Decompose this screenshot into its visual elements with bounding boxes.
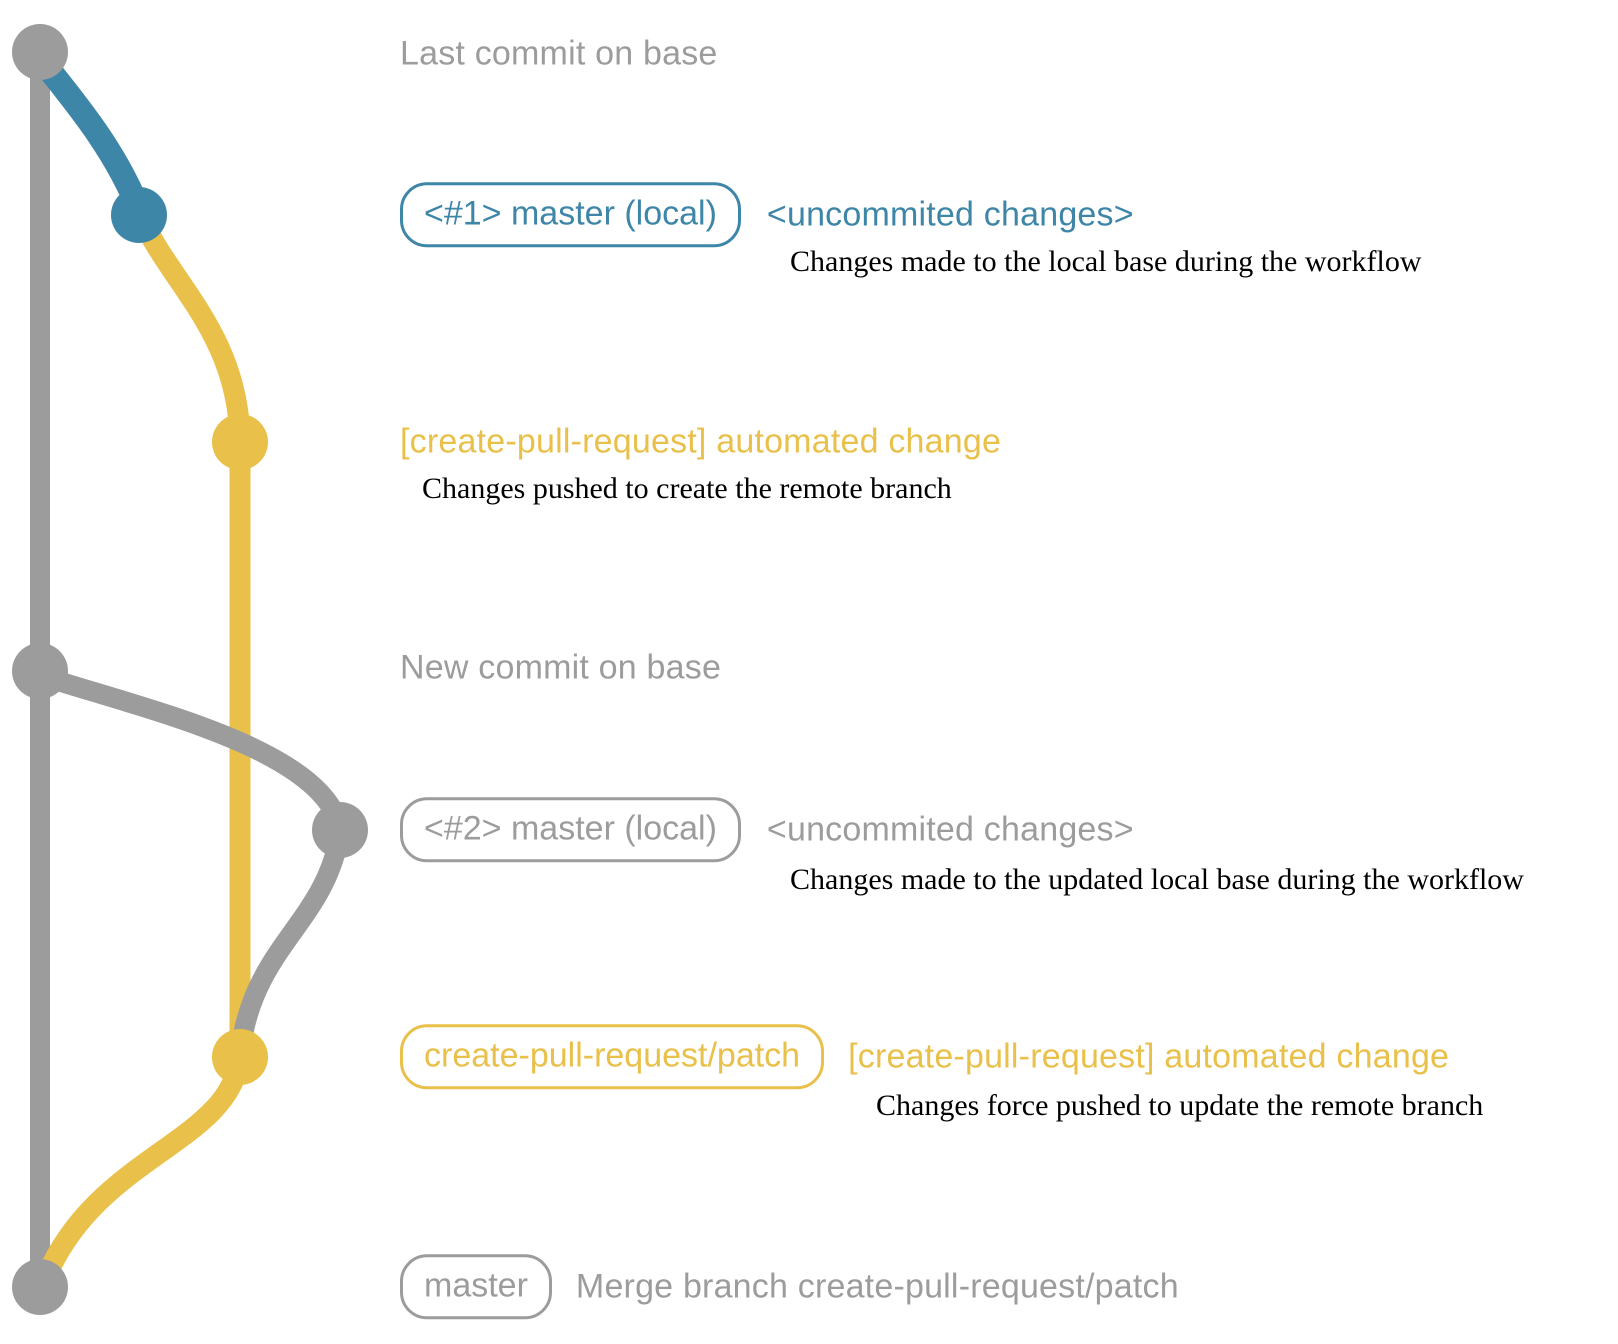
commit-message-patch-1: [create-pull-request] automated change [400,422,1002,461]
commit-description-patch-1: Changes pushed to create the remote bran… [422,472,952,505]
local-branch-line [30,50,151,215]
commit-description-patch-2: Changes force pushed to update the remot… [876,1089,1484,1122]
branch-label-master-local-2: <#2> master (local) [400,797,741,863]
commit-row-local-2: <#2> master (local) <uncommited changes> [400,797,1134,863]
commit-dot-patch-1 [212,414,268,470]
local2-to-patch-line [231,830,350,1048]
commit-row-patch-2: create-pull-request/patch [create-pull-r… [400,1024,1450,1090]
commit-message-merge: Merge branch create-pull-request/patch [575,1267,1179,1306]
branch-label-master-local-1: <#1> master (local) [400,182,741,248]
commit-dot-base-last [12,24,68,80]
commit-row-local-1: <#1> master (local) <uncommited changes> [400,182,1134,248]
commit-dot-local-1 [111,187,167,243]
base-to-local2-line [38,666,350,831]
commit-dot-base-merge [12,1259,68,1315]
commit-dot-base-new [12,643,68,699]
commit-row-merge: master Merge branch create-pull-request/… [400,1254,1179,1320]
commit-message-base-last: Last commit on base [400,34,718,73]
patch-merge-line [34,1056,251,1286]
branch-label-patch: create-pull-request/patch [400,1024,825,1090]
commit-description-local-2: Changes made to the updated local base d… [790,863,1524,896]
commit-message-uncommited-1: <uncommited changes> [766,195,1134,234]
commit-dot-patch-2 [212,1029,268,1085]
commit-message-base-new: New commit on base [400,648,722,687]
patch-branch-line [129,207,251,1057]
commit-description-local-1: Changes made to the local base during th… [790,245,1422,278]
commit-message-uncommited-2: <uncommited changes> [766,810,1134,849]
commit-dot-local-2 [312,802,368,858]
branch-label-master: master [400,1254,552,1320]
commit-message-patch-2: [create-pull-request] automated change [848,1037,1450,1076]
